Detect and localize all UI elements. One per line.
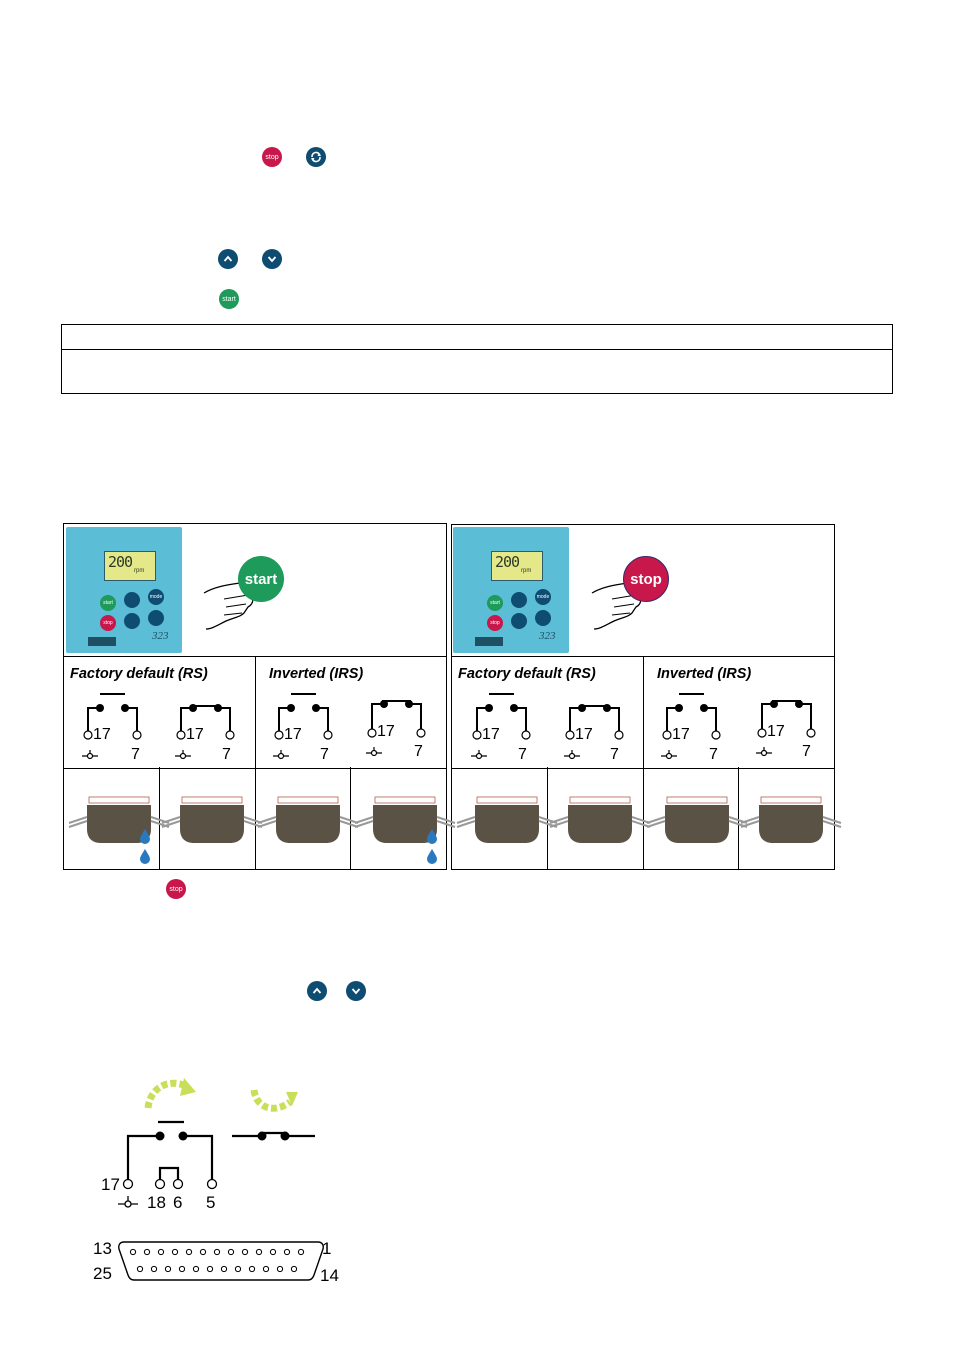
pump-head-icon <box>456 796 558 844</box>
display-unit: rpm <box>521 568 532 574</box>
panel-mode-key: mode <box>535 589 551 605</box>
counterclockwise-arrow-icon <box>250 1089 293 1112</box>
pump-head-icon <box>740 796 842 844</box>
pin-label-7: 7 <box>320 746 329 763</box>
brand-logo <box>88 637 116 646</box>
pin-label-17: 17 <box>93 726 111 743</box>
pin-label-17: 17 <box>575 726 593 743</box>
pin-label-7: 7 <box>802 743 811 760</box>
divider <box>255 656 256 869</box>
pin-label-17: 17 <box>482 726 500 743</box>
cycle-key-icon <box>306 147 326 167</box>
divider <box>547 767 548 869</box>
liquid-drop-icon <box>427 849 437 864</box>
stop-key-icon: stop <box>166 879 186 899</box>
down-key-icon <box>262 249 282 269</box>
pin-label-7: 7 <box>222 746 231 763</box>
header-factory-default: Factory default (RS) <box>70 666 208 682</box>
pump-head-icon <box>354 796 456 844</box>
clockwise-arrow-icon <box>144 1079 188 1109</box>
pump-head-icon <box>549 796 651 844</box>
pin-label-7: 7 <box>709 746 718 763</box>
pin-label-7: 7 <box>610 746 619 763</box>
display-speed: 200 <box>108 553 133 571</box>
connector-label-13: 13 <box>93 1239 112 1258</box>
panel-stop-key: stop <box>100 615 116 631</box>
up-key-icon <box>218 249 238 269</box>
note-box-body <box>61 348 893 394</box>
brand-logo <box>475 637 503 646</box>
note-box-header <box>61 324 893 350</box>
divider <box>738 767 739 869</box>
divider <box>159 767 160 869</box>
panel-down-key-icon <box>511 613 527 629</box>
pin-label-5: 5 <box>206 1193 216 1212</box>
panel-up-key-icon <box>511 592 527 608</box>
pin-label-7: 7 <box>414 743 423 760</box>
pin-label-17: 17 <box>101 1175 120 1194</box>
pin-label-17: 17 <box>284 726 302 743</box>
pump-head-icon <box>257 796 359 844</box>
divider <box>350 767 351 869</box>
pump-head-icon <box>68 796 170 844</box>
start-key-icon: start <box>219 289 239 309</box>
panel-down-key-icon <box>124 613 140 629</box>
panel-up-key-icon <box>124 592 140 608</box>
stop-key-icon: stop <box>262 147 282 167</box>
panel-cycle-key-icon <box>535 610 551 626</box>
dsub-connector-icon <box>118 1241 324 1281</box>
pin-label-17: 17 <box>377 723 395 740</box>
pump-row-right <box>451 767 835 870</box>
pump-heads-svg <box>68 796 842 864</box>
pin-label-17: 17 <box>186 726 204 743</box>
panel-start-key: start <box>487 595 503 611</box>
liquid-drop-icon <box>140 849 150 864</box>
header-inverted: Inverted (IRS) <box>657 666 752 682</box>
start-button-large: start <box>238 556 284 602</box>
divider <box>643 656 644 869</box>
direction-wiring-svg <box>118 1078 324 1281</box>
display-speed: 200 <box>495 553 520 571</box>
pump-control-panel-image: 200 rpm start stop mode 323 <box>66 527 182 653</box>
model-number: 323 <box>152 630 169 642</box>
display-unit: rpm <box>134 568 145 574</box>
pin-label-7: 7 <box>131 746 140 763</box>
panel-cycle-key-icon <box>148 610 164 626</box>
connector-label-25: 25 <box>93 1264 112 1283</box>
panel-stop-key: stop <box>487 615 503 631</box>
pin-label-17: 17 <box>767 723 785 740</box>
pump-head-icon <box>161 796 263 844</box>
pin-label-7: 7 <box>518 746 527 763</box>
down-key-icon <box>346 981 366 1001</box>
connector-label-14: 14 <box>320 1266 339 1285</box>
pin-label-18: 18 <box>147 1193 166 1212</box>
contact-diagrams-svg <box>82 693 816 760</box>
panel-start-key: start <box>100 595 116 611</box>
pin-label-17: 17 <box>672 726 690 743</box>
header-inverted: Inverted (IRS) <box>269 666 364 682</box>
up-key-icon <box>307 981 327 1001</box>
connector-label-1: 1 <box>322 1239 332 1258</box>
header-factory-default: Factory default (RS) <box>458 666 596 682</box>
pump-row-left <box>63 767 447 870</box>
panel-mode-key: mode <box>148 589 164 605</box>
stop-button-large: stop <box>623 556 669 602</box>
pump-control-panel-image: 200 rpm start stop mode 323 <box>453 527 569 653</box>
model-number: 323 <box>539 630 556 642</box>
pump-head-icon <box>646 796 748 844</box>
pin-label-6: 6 <box>173 1193 183 1212</box>
